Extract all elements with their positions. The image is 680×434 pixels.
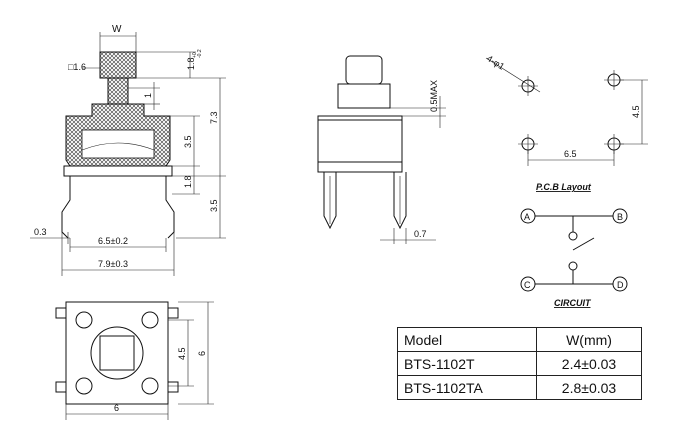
top-corner-post — [141, 311, 159, 329]
dim-square: □1.6 — [68, 62, 86, 72]
cell-model: BTS-1102T — [397, 351, 537, 376]
front-view: W □1.6 1.8 +0 -0.2 1 7.3 3.5 1.8 3.5 — [30, 24, 226, 276]
top-dim-6-horizontal: 6 — [114, 403, 119, 413]
pcb-hole — [518, 76, 538, 96]
top-tab — [55, 307, 67, 319]
dim-6-5-width: 6.5±0.2 — [98, 236, 128, 246]
top-dim-6-vertical: 6 — [197, 351, 207, 356]
circuit: A B C D CIRCUIT — [520, 208, 628, 308]
switch-contact-top — [568, 231, 578, 241]
dim-1-8-lower: 1.8 — [183, 175, 193, 188]
dim-w: W — [112, 24, 122, 35]
side-base — [317, 161, 403, 173]
top-corner-post — [75, 377, 93, 395]
side-lead-right — [393, 172, 407, 230]
pcb-dim-4-5: 4.5 — [631, 105, 641, 118]
dim-3-5-lower: 3.5 — [209, 199, 219, 212]
top-corner-post — [141, 377, 159, 395]
header-model: Model — [397, 327, 537, 352]
front-body-cavity — [81, 129, 155, 159]
top-actuator — [99, 335, 135, 371]
terminal-d-label: D — [617, 280, 624, 290]
pcb-layout-title: P.C.B Layout — [536, 182, 592, 192]
side-view: 0.5MAX 0.7 — [317, 55, 446, 244]
table-row: BTS-1102T 2.4±0.03 — [397, 351, 642, 376]
dim-1: 1 — [143, 93, 153, 98]
spec-table-header: Model W(mm) — [397, 327, 642, 352]
pcb-dim-6-5: 6.5 — [564, 149, 577, 159]
front-plunger-stem — [107, 77, 129, 105]
spec-table: Model W(mm) BTS-1102T 2.4±0.03 BTS-1102T… — [397, 327, 642, 400]
top-tab — [55, 381, 67, 393]
dim-0-5-max: 0.5MAX — [429, 80, 439, 112]
front-plunger — [99, 51, 137, 79]
top-view: 4.5 6 6 — [55, 301, 214, 420]
top-tab — [167, 381, 179, 393]
side-lead-left — [323, 172, 337, 230]
front-dome — [81, 142, 155, 151]
top-actuator-ring — [90, 326, 144, 380]
dim-7-9-width: 7.9±0.3 — [98, 259, 128, 269]
switch-contact-bottom — [568, 261, 578, 271]
dim-1-8-tol-bottom: -0.2 — [197, 49, 203, 58]
cell-model: BTS-1102TA — [397, 375, 537, 400]
dim-7-3: 7.3 — [209, 111, 219, 124]
side-plunger — [345, 55, 383, 85]
switch-lever — [572, 237, 595, 251]
terminal-a-label: A — [524, 212, 530, 222]
dim-0-3: 0.3 — [34, 227, 47, 237]
pcb-layout: 4-φ1 4.5 6.5 P.C.B Layout — [485, 53, 648, 192]
dim-1-8-tol-top: +0 — [192, 52, 198, 58]
side-collar — [337, 83, 391, 109]
side-body — [317, 115, 403, 163]
dim-0-7: 0.7 — [414, 229, 427, 239]
front-base — [63, 165, 173, 177]
top-dim-4-5: 4.5 — [177, 347, 187, 360]
dim-3-5-upper: 3.5 — [183, 135, 193, 148]
top-body — [65, 301, 169, 405]
circuit-title: CIRCUIT — [554, 298, 592, 308]
cell-w: 2.8±0.03 — [536, 375, 642, 400]
terminal-b-label: B — [617, 212, 623, 222]
terminal-c-label: C — [524, 280, 531, 290]
front-lead-right — [165, 176, 175, 239]
cell-w: 2.4±0.03 — [536, 351, 642, 376]
top-tab — [167, 307, 179, 319]
header-w: W(mm) — [536, 327, 642, 352]
top-corner-post — [75, 311, 93, 329]
front-lead-left — [61, 176, 71, 239]
dim-1-8-top: 1.8 — [186, 57, 196, 70]
table-row: BTS-1102TA 2.8±0.03 — [397, 375, 642, 400]
